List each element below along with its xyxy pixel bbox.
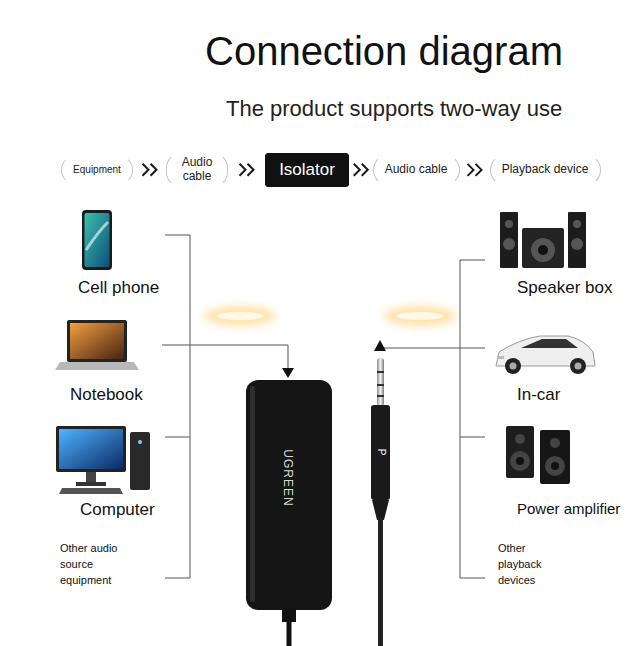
device-cable xyxy=(287,620,292,646)
flow-chevron xyxy=(240,164,254,176)
plug-ring xyxy=(377,395,384,397)
diagram-title: Connection diagram xyxy=(205,27,563,75)
plug-ring xyxy=(377,384,384,386)
amplifier-speakers-icon xyxy=(506,426,570,484)
audio-plug xyxy=(371,358,390,646)
playback-bracket xyxy=(380,260,485,578)
input-leader xyxy=(162,345,288,369)
speaker-cabinet xyxy=(506,426,534,478)
speaker-cone xyxy=(503,238,515,250)
speaker-cone xyxy=(510,451,530,471)
node-text: Audio cable xyxy=(384,163,449,177)
input-arrowhead xyxy=(282,368,294,378)
speaker-cap xyxy=(551,462,559,470)
device-label: In-car xyxy=(517,385,560,405)
node-text: Audio cable xyxy=(178,156,216,184)
speaker-system-icon xyxy=(500,212,586,268)
node-text: Isolator xyxy=(278,160,336,180)
pc-light xyxy=(138,440,142,444)
plug-mark: P xyxy=(375,449,387,456)
speaker-cone xyxy=(515,434,525,444)
node-text: Equipment xyxy=(72,164,122,176)
plug-strain xyxy=(372,500,389,520)
speaker-cone xyxy=(505,220,513,228)
monitor-stand xyxy=(86,472,96,482)
subwoofer-cone xyxy=(531,238,555,262)
speaker-tower xyxy=(568,212,586,268)
flow-box: Equipment xyxy=(61,155,133,185)
car-icon xyxy=(496,336,595,374)
device-label: Power amplifier xyxy=(517,500,620,518)
speaker-cabinet xyxy=(540,430,570,484)
subwoofer-cap xyxy=(538,245,548,255)
device-label: Speaker box xyxy=(517,278,612,298)
node-text: Playback device xyxy=(501,163,590,177)
car-wheel xyxy=(570,358,586,374)
device-neck xyxy=(282,608,296,622)
monitor-foot xyxy=(76,482,106,486)
speaker-cone xyxy=(571,238,583,250)
glow xyxy=(204,306,276,326)
phone-wallpaper xyxy=(86,222,108,250)
plug-sleeve xyxy=(371,405,390,500)
device-note: Other audio source equipment xyxy=(60,540,132,588)
flow-chevron xyxy=(468,164,482,176)
notebook-screen xyxy=(70,323,124,359)
bracket-tick xyxy=(165,437,190,438)
bracket-line xyxy=(165,235,190,578)
device-label: Cell phone xyxy=(78,278,159,298)
flow-chevron xyxy=(354,164,368,176)
flow-box: Audio cable xyxy=(373,154,460,186)
phone-screen xyxy=(85,213,110,267)
light-glow xyxy=(204,306,456,326)
car-hub xyxy=(510,363,517,370)
output-arrowhead xyxy=(374,340,386,351)
phone-body xyxy=(82,210,112,270)
speaker-cone xyxy=(573,220,581,228)
output-leader xyxy=(380,348,485,350)
plug-ring xyxy=(377,371,384,373)
notebook-base xyxy=(55,362,139,370)
flow-box: Audio cable xyxy=(166,152,228,188)
glow-core xyxy=(396,312,444,320)
speaker-cone xyxy=(545,456,565,476)
car-light xyxy=(497,356,504,359)
pc-tower xyxy=(130,432,150,490)
device-highlight xyxy=(250,386,255,602)
flow-box: Playback device xyxy=(490,154,601,186)
car-wheel xyxy=(505,358,521,374)
device-label: Notebook xyxy=(70,385,143,405)
device-body xyxy=(246,380,332,610)
monitor-frame xyxy=(56,426,126,472)
glow xyxy=(384,306,456,326)
bracket-tick xyxy=(460,437,485,438)
glow-core xyxy=(216,312,264,320)
phone-icon xyxy=(82,210,112,270)
speaker-tower xyxy=(500,212,518,268)
bracket-line xyxy=(460,260,485,578)
brand-mark: UGREEN xyxy=(281,449,295,506)
plug-cable xyxy=(378,518,383,646)
car-hub xyxy=(575,363,582,370)
monitor-screen xyxy=(59,429,123,469)
flow-chevron xyxy=(143,164,157,176)
subwoofer xyxy=(522,228,564,268)
keyboard xyxy=(59,488,123,494)
isolator-device xyxy=(246,380,332,646)
subtitle: The product supports two-way use xyxy=(226,96,562,122)
computer-icon xyxy=(56,426,150,494)
plug-tip xyxy=(377,358,384,406)
device-note: Other playback devices xyxy=(498,540,554,588)
speaker-cap xyxy=(516,457,524,465)
notebook-lid xyxy=(67,320,127,362)
car-window xyxy=(521,339,578,348)
device-label: Computer xyxy=(80,500,155,520)
notebook-icon xyxy=(55,320,139,370)
isolator-box: Isolator xyxy=(265,153,349,187)
speaker-cone xyxy=(550,438,560,448)
